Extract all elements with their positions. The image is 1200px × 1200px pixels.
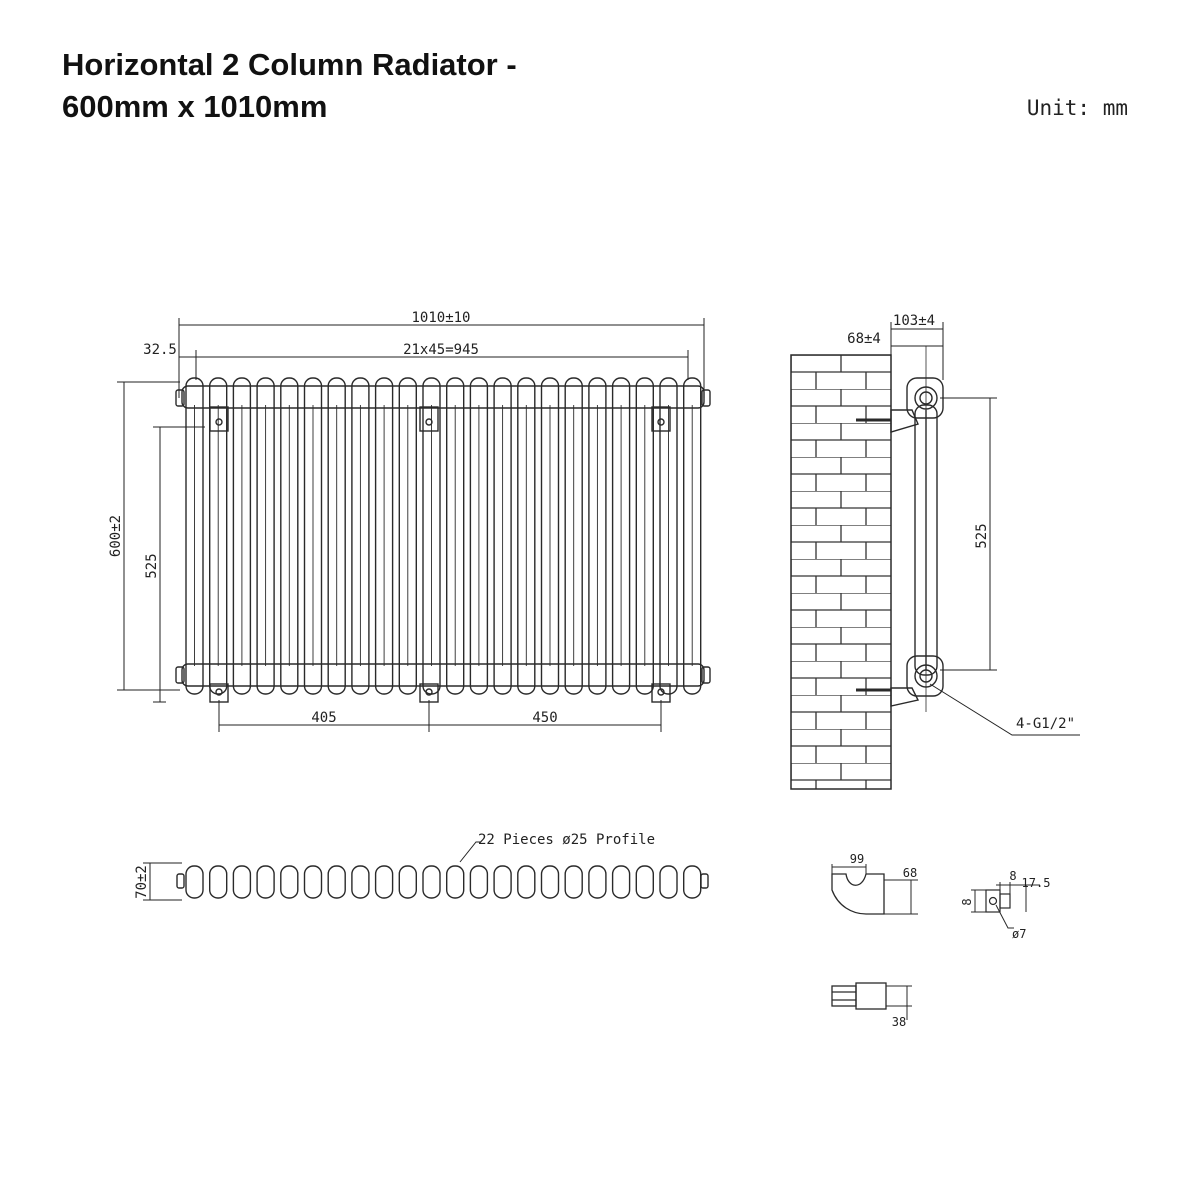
radiator-columns [185, 377, 702, 695]
side-bottom-bracket [890, 687, 920, 707]
dim-pipe-centres-front: 525 [144, 553, 160, 578]
top-view [143, 841, 709, 901]
profile-lobe [517, 865, 536, 899]
profile-lobe [540, 865, 560, 899]
front-dimensions [117, 318, 705, 732]
dim-fixing-c: 8 [960, 898, 974, 905]
diagram-title: Horizontal 2 Column Radiator - 600mm x 1… [62, 44, 517, 128]
radiator-column [493, 377, 512, 695]
profile-note: 22 Pieces ø25 Profile [478, 832, 655, 848]
radiator-column [327, 377, 346, 695]
front-view [175, 377, 711, 703]
profile-lobe [185, 865, 204, 899]
bottom-right-cap [701, 666, 711, 684]
side-bottom-header [906, 655, 944, 697]
dim-bracket-width: 99 [850, 852, 864, 866]
top-right-cap [701, 389, 711, 407]
radiator-column [635, 377, 654, 695]
dim-section-pitch: 21x45=945 [403, 342, 479, 358]
dim-overall-width: 1010±10 [411, 310, 470, 326]
dim-fixing-b: 17.5 [1022, 876, 1051, 890]
dim-bracket-thickness: 38 [892, 1015, 906, 1029]
radiator-column [659, 377, 678, 695]
profile-lobe [351, 865, 370, 899]
side-top-bracket [890, 409, 919, 433]
profile-lobe [374, 865, 394, 899]
dim-pipe-centres-side: 525 [974, 523, 990, 548]
dim-bracket-height: 68 [903, 866, 917, 880]
radiator-column [303, 377, 323, 695]
title-line-1: Horizontal 2 Column Radiator - [62, 47, 517, 82]
radiator-column [611, 377, 631, 695]
profile-lobe [208, 865, 228, 899]
dim-wall-gap: 68±4 [847, 331, 881, 347]
profile-lobe [327, 865, 346, 899]
profile-lobe [659, 865, 678, 899]
profile-lobe [635, 865, 654, 899]
bracket-detail [831, 864, 918, 1020]
title-line-2: 600mm x 1010mm [62, 89, 328, 124]
profile-lobe [469, 865, 489, 899]
radiator-column [185, 377, 204, 695]
radiator-column [446, 377, 465, 695]
dim-bracket-left: 405 [311, 710, 336, 726]
dim-bracket-right: 450 [532, 710, 557, 726]
bottom-header-pipe [181, 663, 705, 687]
radiator-column [469, 377, 489, 695]
fixing-detail [971, 882, 1040, 929]
profile-lobe [303, 865, 323, 899]
dim-overall-height: 600±2 [108, 515, 124, 557]
unit-label: Unit: mm [1026, 96, 1128, 120]
radiator-column [232, 377, 252, 695]
profile-lobe [564, 865, 583, 899]
radiator-column [398, 377, 417, 695]
radiator-column [208, 377, 228, 695]
profile-lobe [398, 865, 417, 899]
radiator-column [351, 377, 370, 695]
dim-fixing-a: 8 [1009, 869, 1016, 883]
radiator-column [517, 377, 536, 695]
dim-end-offset: 32.5 [143, 342, 177, 358]
bottom-left-cap [175, 666, 185, 684]
radiator-column [588, 377, 607, 695]
radiator-column [374, 377, 394, 695]
dim-top-depth: 70±2 [134, 865, 150, 899]
radiator-column [683, 377, 702, 695]
profile-lobe [232, 865, 252, 899]
radiator-column [540, 377, 560, 695]
profile-lobe [422, 865, 441, 899]
radiator-column [564, 377, 583, 695]
brick-wall [790, 354, 892, 790]
profile-lobe [588, 865, 607, 899]
top-left-cap [175, 389, 185, 407]
profile-lobe [493, 865, 512, 899]
radiator-column [280, 377, 299, 695]
profile-lobe [256, 865, 275, 899]
profile-lobe [683, 865, 702, 899]
dim-fixing-hole: ø7 [1012, 927, 1026, 941]
connection-label: 4-G1/2" [1016, 716, 1075, 732]
profile-lobe [280, 865, 299, 899]
profile-lobe [611, 865, 631, 899]
side-view: 68±4 103±4 525 4-G1/2" [790, 313, 1080, 790]
radiator-column [256, 377, 275, 695]
top-profile-lobes [185, 865, 702, 899]
top-header-pipe [181, 385, 705, 409]
profile-lobe [446, 865, 465, 899]
dim-depth: 103±4 [893, 313, 935, 329]
